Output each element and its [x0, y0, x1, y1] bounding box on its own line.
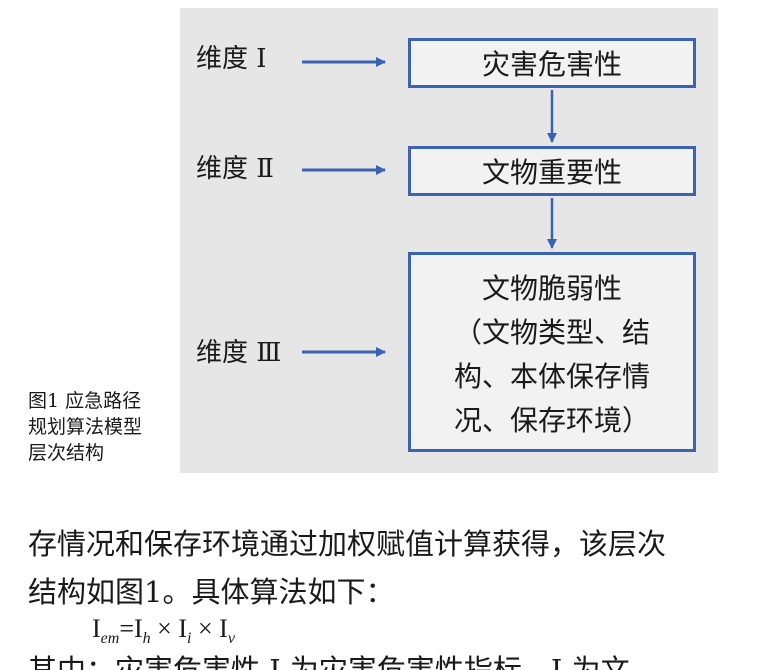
box3-line-1: 文物脆弱性	[481, 272, 622, 305]
box-relic-importance: 文物重要性	[408, 146, 696, 196]
formula: Iem=Ih × Ii × Iv	[92, 614, 235, 648]
box3-line-3: 构、本体保存情	[453, 360, 650, 393]
cutoff-text-line: 其中：灾害危害性 I 为灾害危害性指标，I 为文	[28, 653, 630, 670]
formula-term-3-sub: v	[227, 630, 235, 648]
formula-term-2-sub: i	[187, 630, 192, 648]
formula-times-2: ×	[197, 614, 213, 643]
caption-line-2: 规划算法模型	[28, 416, 143, 438]
box-disaster-hazard: 灾害危害性	[408, 38, 696, 88]
box3-line-2: （文物类型、结	[453, 316, 650, 349]
formula-times-1: ×	[157, 614, 172, 643]
formula-lhs: I	[92, 614, 101, 643]
caption-line-3: 层次结构	[28, 442, 105, 464]
box3-line-4: 况、保存环境）	[453, 404, 650, 437]
formula-term-1: I	[134, 614, 143, 643]
formula-lhs-sub: em	[100, 630, 120, 648]
body-line-1: 存情况和保存环境通过加权赋值计算获得，该层次	[28, 527, 667, 561]
caption-line-1: 图1 应急路径	[28, 390, 142, 412]
dimension-1-label: 维度 Ⅰ	[196, 44, 267, 74]
dimension-3-label: 维度 Ⅲ	[196, 338, 282, 368]
formula-term-1-sub: h	[142, 630, 151, 648]
formula-term-3: I	[219, 614, 228, 643]
dimension-2-label: 维度 Ⅱ	[196, 154, 274, 184]
body-line-2: 结构如图1。具体算法如下：	[28, 575, 395, 609]
formula-equals: =	[119, 614, 134, 643]
figure-caption: 图1 应急路径 规划算法模型 层次结构	[28, 388, 178, 466]
body-paragraph: 存情况和保存环境通过加权赋值计算获得，该层次 结构如图1。具体算法如下：	[28, 520, 758, 616]
box-relic-vulnerability: 文物脆弱性 （文物类型、结 构、本体保存情 况、保存环境）	[408, 252, 696, 452]
formula-term-2: I	[178, 614, 188, 643]
